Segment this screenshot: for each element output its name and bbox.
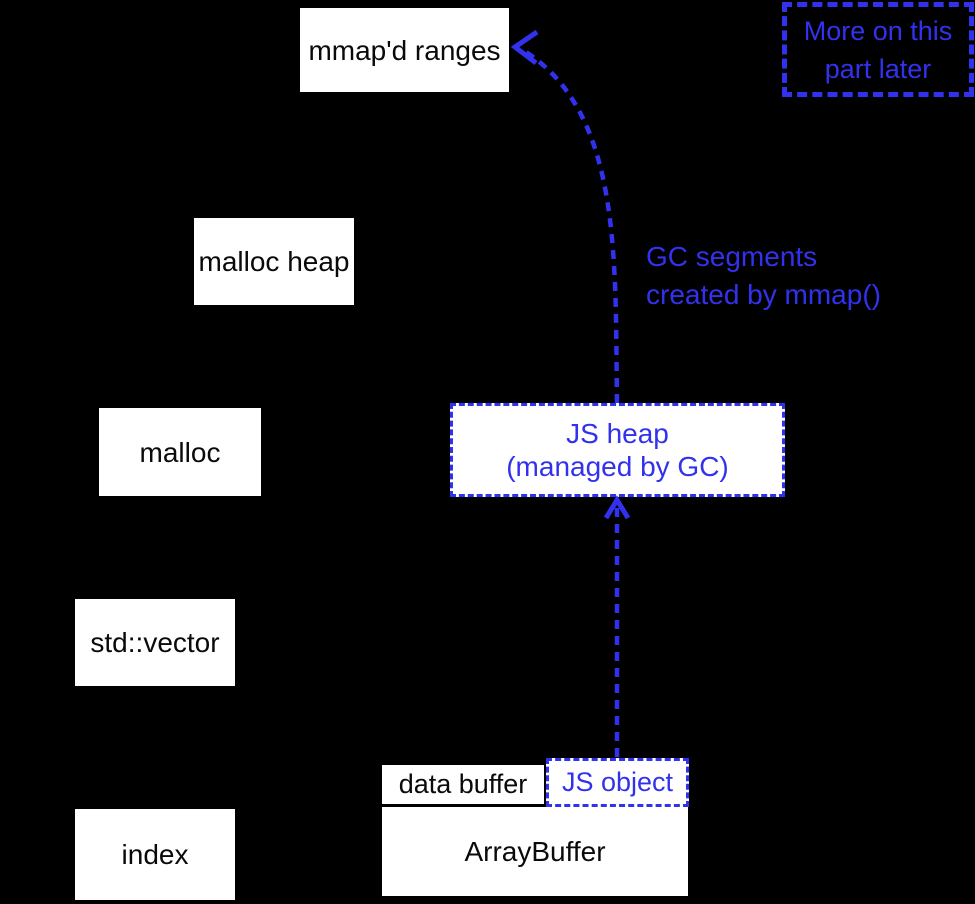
js-heap-line1: JS heap: [566, 418, 669, 449]
gc-segments-arrowhead-icon: [510, 29, 539, 65]
std-vector-box: std::vector: [73, 597, 237, 688]
data-buffer-box: data buffer: [380, 763, 546, 806]
js-heap-box: JS heap (managed by GC): [450, 403, 785, 497]
js-object-arrowhead-icon: [603, 495, 631, 520]
js-object-label: JS object: [561, 767, 674, 797]
note-line2: part later: [824, 53, 932, 84]
gc-segments-line2: created by mmap(): [646, 279, 881, 310]
js-heap-line2: (managed by GC): [506, 451, 729, 482]
std-vector-label: std::vector: [90, 627, 220, 658]
index-box: index: [73, 807, 237, 902]
gc-segments-annotation: GC segments created by mmap(): [646, 238, 881, 314]
mmap-ranges-label: mmap'd ranges: [308, 34, 501, 66]
malloc-heap-label: malloc heap: [198, 246, 350, 277]
array-buffer-box: ArrayBuffer: [380, 805, 690, 898]
mmap-ranges-box: mmap'd ranges: [298, 6, 511, 94]
malloc-label: malloc: [139, 436, 221, 468]
gc-segments-line1: GC segments: [646, 241, 818, 272]
gc-segments-arrow-line: [524, 50, 620, 404]
array-buffer-label: ArrayBuffer: [464, 836, 606, 867]
malloc-heap-box: malloc heap: [192, 216, 356, 307]
malloc-box: malloc: [97, 406, 263, 498]
index-label: index: [121, 839, 189, 870]
note-box: More on this part later: [782, 2, 974, 97]
js-object-box: JS object: [546, 758, 689, 807]
data-buffer-label: data buffer: [398, 769, 528, 799]
note-line1: More on this: [803, 15, 953, 46]
